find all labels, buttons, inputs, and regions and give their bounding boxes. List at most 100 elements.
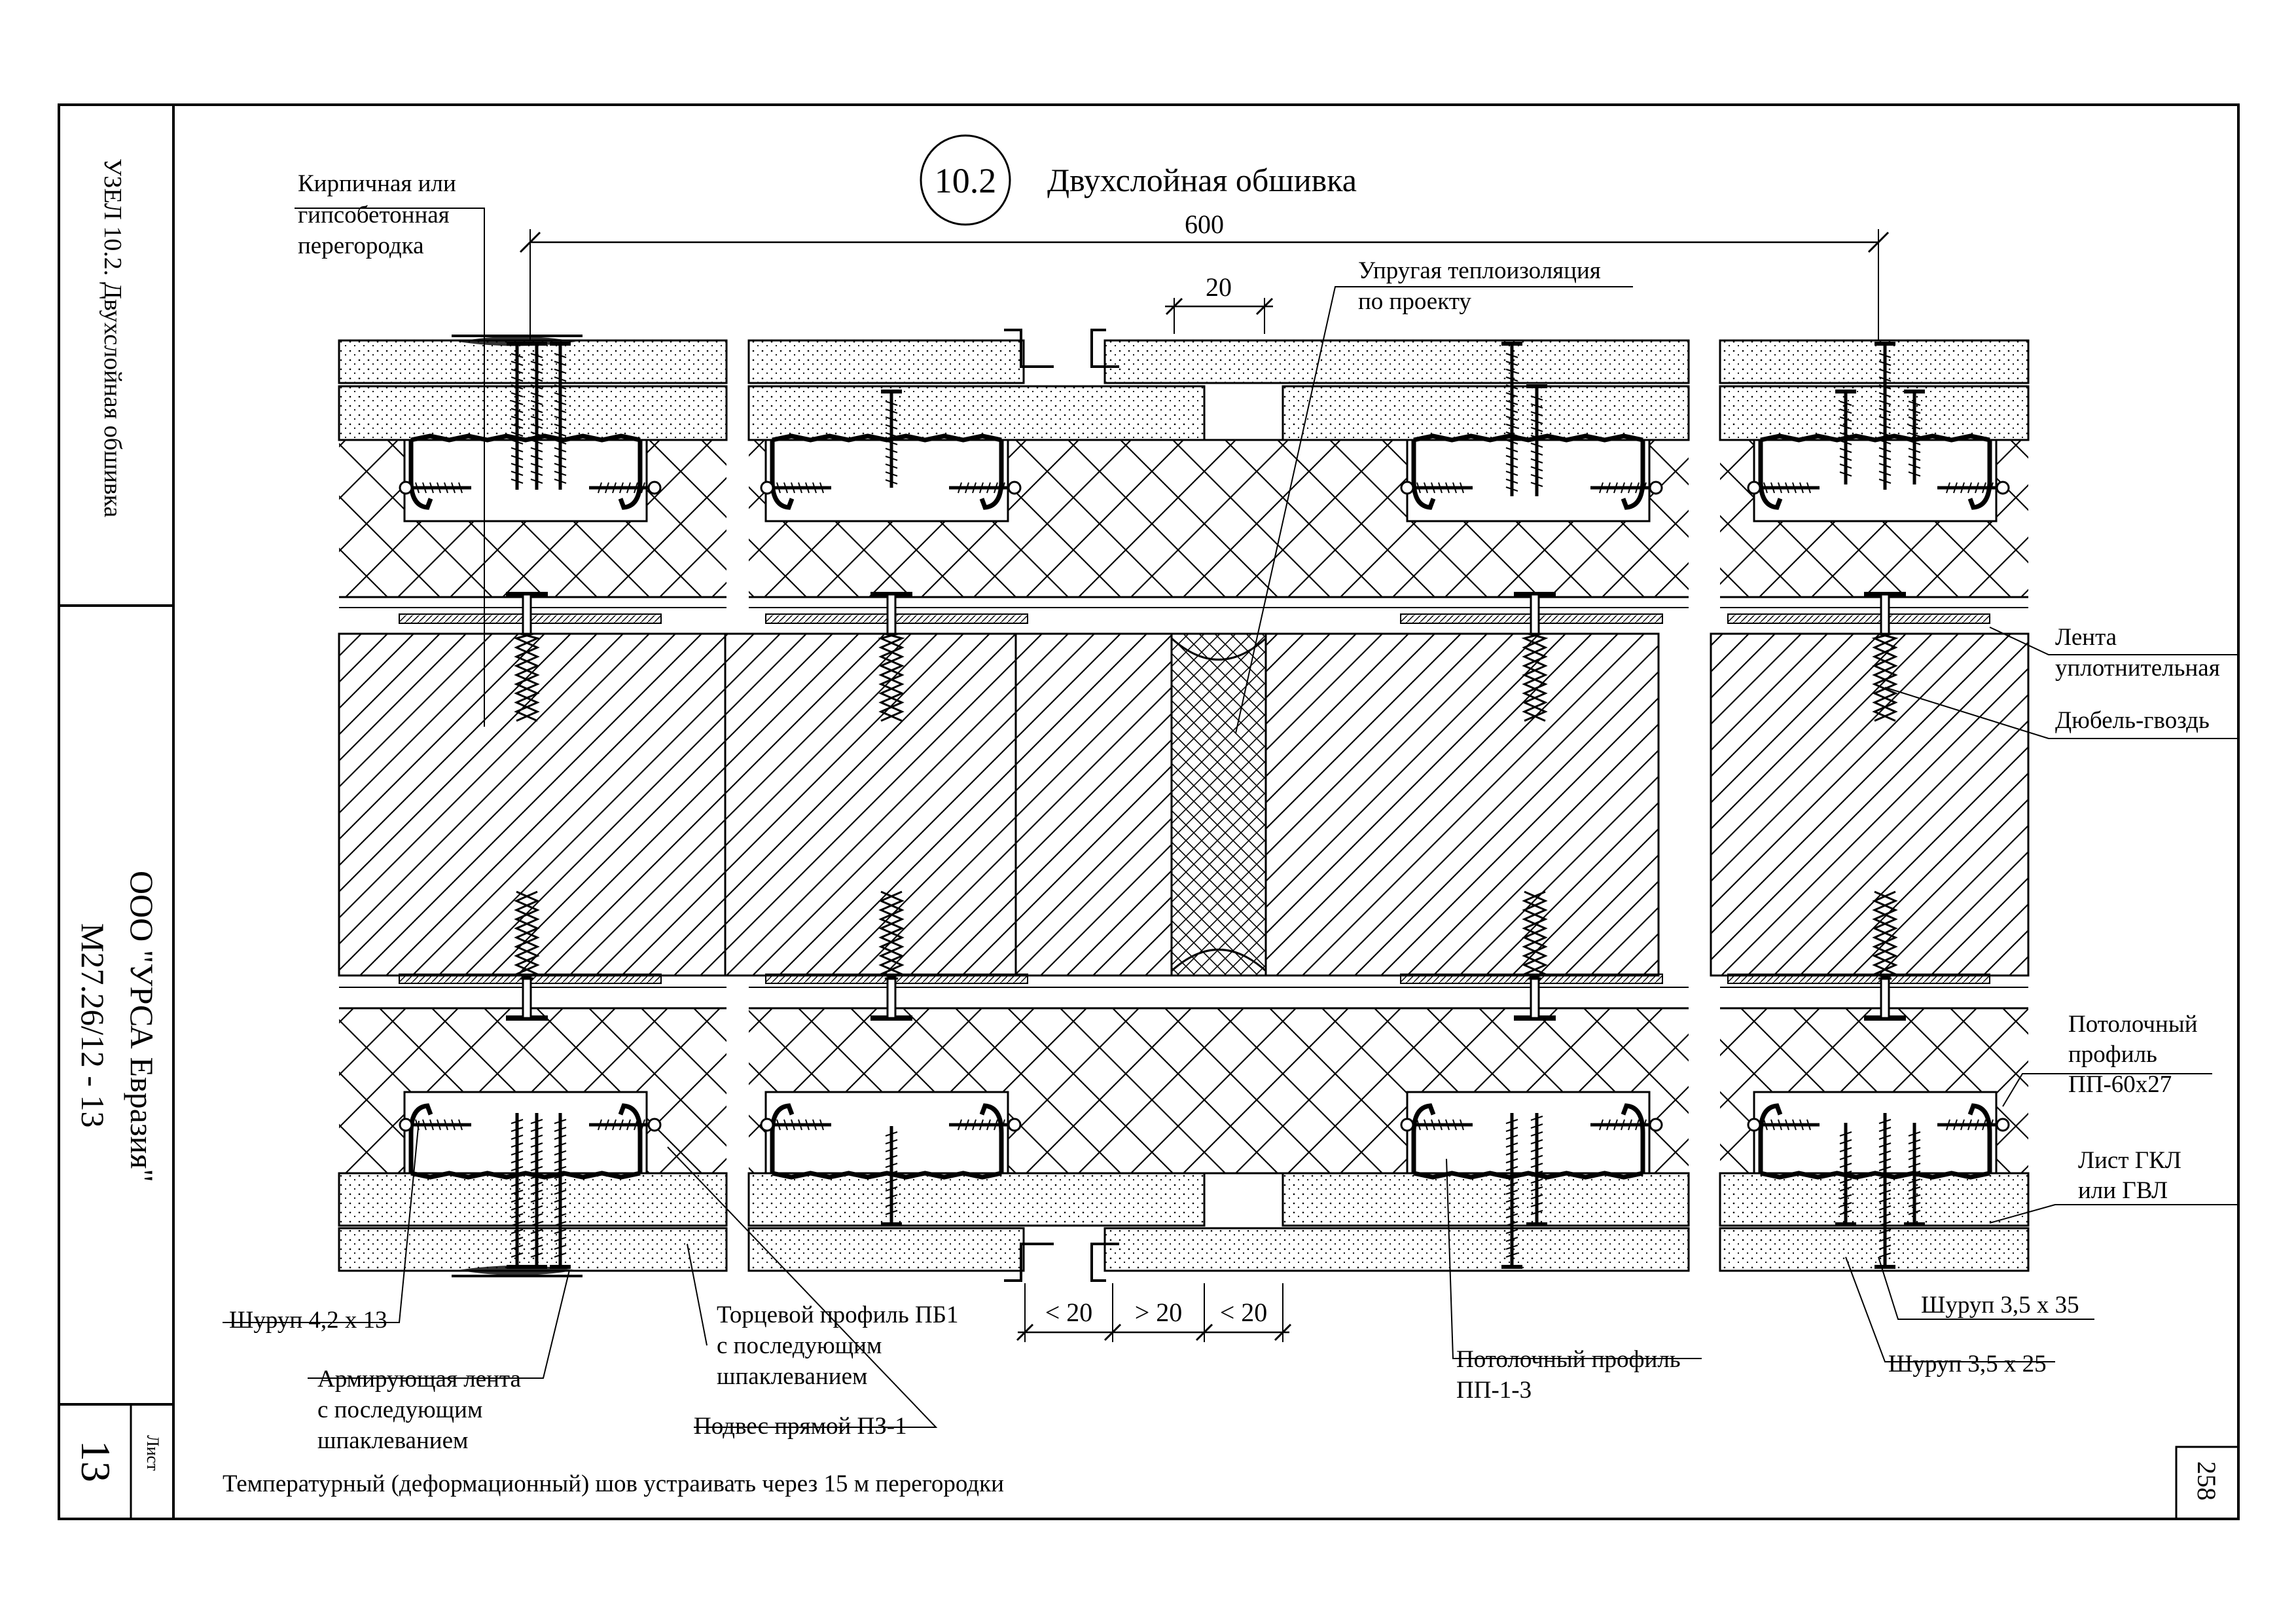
screw [1904,390,1925,484]
svg-text:шпаклеванием: шпаклеванием [717,1363,867,1390]
screw [760,1118,831,1132]
svg-text:< 20: < 20 [1220,1298,1268,1327]
screw [1747,1118,1820,1132]
sheet-label: Лист [143,1435,162,1470]
screw [1874,342,1895,490]
drawing-title: Двухслойная обшивка [1047,162,1357,198]
company-name: ООО "УРСА Евразия" [124,871,160,1182]
screw [760,481,831,495]
gypsum-boards-bottom [338,1172,2030,1282]
sheet-number: 13 [73,1440,119,1482]
label-elastic-insulation: Упругая теплоизоляция по проекту [1358,257,1601,315]
document-code: М27.26/12 - 13 [75,923,111,1128]
svg-text:гипсобетонная: гипсобетонная [298,202,450,228]
sheet-frame [58,103,2240,1520]
svg-text:< 20: < 20 [1045,1298,1093,1327]
label-screw-35x35: Шуруп 3,5 х 35 [1921,1292,2079,1319]
svg-text:Лента: Лента [2055,624,2117,651]
label-dowel-nail: Дюбель-гвоздь [2055,707,2210,734]
svg-text:уплотнительная: уплотнительная [2055,655,2220,682]
dowel-nail [1864,890,1906,1021]
screw [1590,1118,1663,1132]
gypsum-boards-top [338,329,2030,441]
svg-text:> 20: > 20 [1135,1298,1183,1327]
screw [1526,384,1547,496]
svg-text:или ГВЛ: или ГВЛ [2078,1177,2168,1204]
label-ceiling-profile-pp13: Потолочный профиль ПП-1-3 [1456,1346,1681,1404]
svg-text:Лист ГКЛ: Лист ГКЛ [2078,1147,2181,1174]
svg-text:Армирующая лента: Армирующая лента [317,1366,521,1393]
dowel-nail [506,890,548,1021]
ceiling-profile [1753,1091,1998,1180]
screw [1937,1118,2010,1132]
screw [550,342,571,490]
ceiling-profile [1406,433,1651,522]
screw [507,1113,528,1269]
leader-lines [223,208,2238,1428]
screw [1526,1113,1547,1226]
screw [1400,1118,1473,1132]
svg-text:20: 20 [1206,272,1232,302]
screw [949,1118,1022,1132]
label-end-profile-pb1: Торцевой профиль ПБ1 с последующим шпакл… [717,1302,958,1390]
screw [399,481,471,495]
dowel-nail [1514,890,1556,1021]
screw [1835,390,1856,484]
screw [881,390,902,488]
svg-text:Торцевой профиль ПБ1: Торцевой профиль ПБ1 [717,1302,958,1328]
node-caption: УЗЕЛ 10.2. Двухслойная обшивка [99,158,126,517]
screw [1501,342,1522,496]
joint-note: Температурный (деформационный) шов устра… [223,1470,1004,1497]
screw [1747,481,1820,495]
svg-text:профиль: профиль [2068,1041,2157,1068]
ceiling-profile [403,1091,648,1180]
screw [507,342,528,490]
svg-text:ПП-1-3: ПП-1-3 [1456,1377,1532,1404]
dowel-nail [870,592,912,722]
svg-text:шпаклеванием: шпаклеванием [317,1427,468,1454]
svg-text:Потолочный профиль: Потолочный профиль [1456,1346,1681,1373]
svg-text:Потолочный: Потолочный [2068,1011,2198,1038]
page-number: 258 [2192,1461,2221,1501]
screw [589,481,662,495]
dowel-nail [506,592,548,722]
svg-text:600: 600 [1185,210,1224,239]
dowel-nail [1514,592,1556,722]
svg-text:Кирпичная или: Кирпичная или [298,170,456,197]
screw [526,342,547,490]
ceiling-profile [1406,1091,1651,1180]
screw [526,1113,547,1269]
svg-text:перегородка: перегородка [298,232,424,259]
screw [1835,1123,1856,1226]
ceiling-profile [1753,433,1998,522]
svg-text:с последующим: с последующим [717,1332,882,1359]
dowel-nail [1864,592,1906,722]
screw [1937,481,2010,495]
ceiling-profiles [403,433,1998,1180]
dimension-gap-20: 20 [1165,272,1274,334]
svg-text:Упругая теплоизоляция: Упругая теплоизоляция [1358,257,1601,284]
label-ceiling-profile-pp60: Потолочный профиль ПП-60х27 [2068,1011,2198,1098]
label-screw-35x25: Шуруп 3,5 х 25 [1888,1351,2047,1377]
wall-structure [338,439,2030,1175]
label-gkl-sheet: Лист ГКЛ или ГВЛ [2078,1147,2181,1204]
screw [1904,1123,1925,1226]
fasteners [399,342,2010,1269]
svg-text:10.2: 10.2 [935,161,997,200]
svg-text:ПП-60х27: ПП-60х27 [2068,1071,2172,1098]
label-sealing-tape: Лента уплотнительная [2055,624,2220,682]
ceiling-profile [403,433,648,522]
screw [589,1118,662,1132]
screw [1590,481,1663,495]
screw [1501,1113,1522,1269]
screw [1874,1113,1895,1269]
node-number-badge: 10.2 [920,134,1011,226]
label-reinforcing-tape: Армирующая лента с последующим шпаклеван… [317,1366,521,1454]
svg-text:по проекту: по проекту [1358,288,1471,315]
dimension-600: 600 [519,210,1890,340]
ceiling-profile [764,433,1009,522]
screw [881,1126,902,1226]
dimension-joint-tolerances: < 20 > 20 < 20 [1016,1283,1292,1342]
screw [550,1113,571,1269]
